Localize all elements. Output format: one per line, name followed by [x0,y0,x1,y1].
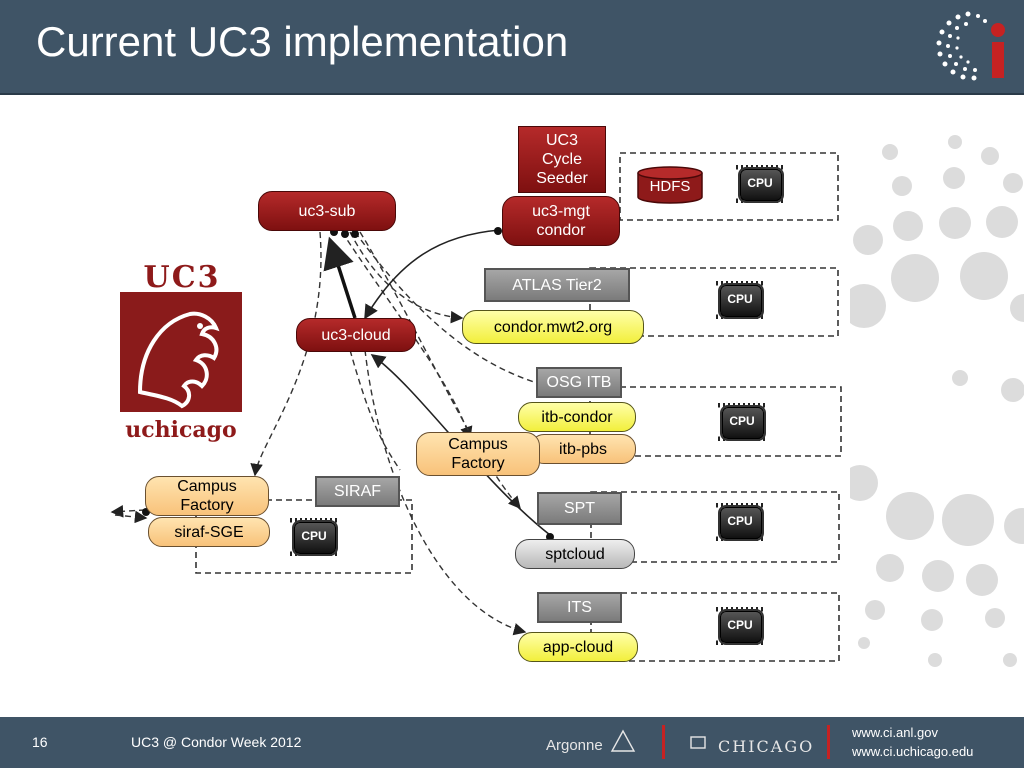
cpu-chip-icon: CPU [288,518,340,556]
uc3-mgt-node: uc3-mgt condor [502,196,620,246]
hdfs-label: HDFS [649,177,691,195]
uc3-cloud-node: uc3-cloud [296,318,416,352]
sptcloud-node: sptcloud [515,539,635,569]
uc3-mgt-label: uc3-mgt condor [532,203,590,239]
cpu-chip-icon: CPU [714,503,766,541]
campus-factory-left-node: Campus Factory [145,476,269,516]
slide-title: Current UC3 implementation [36,18,569,65]
ci-logo-icon [936,11,1005,81]
argonne-wordmark: Argonne [546,737,603,754]
condor-mwt2-node: condor.mwt2.org [462,310,644,344]
phoenix-icon [137,311,220,409]
uchicago-wordmark: uchicago [120,412,242,448]
campus-factory-mid-label: Campus Factory [448,436,508,472]
cpu-chip-icon: CPU [714,607,766,645]
cycle-seeder-label: UC3 Cycle Seeder [536,132,588,187]
chicago-wordmark: CHICAGO [718,737,815,756]
its-node: ITS [537,592,622,623]
event-label: UC3 @ Condor Week 2012 [131,734,302,750]
atlas-tier2-node: ATLAS Tier2 [484,268,630,302]
footer-divider [662,725,665,759]
itb-pbs-node: itb-pbs [530,434,636,464]
footer-divider [827,725,830,759]
page-number: 16 [32,734,48,750]
cycle-seeder-node: UC3 Cycle Seeder [518,126,606,193]
uchicago-footer-logo: CHICAGO [690,729,812,757]
siraf-sge-node: siraf-SGE [148,517,270,547]
itb-condor-node: itb-condor [518,402,636,432]
spt-node: SPT [537,492,622,525]
shield-icon [690,736,706,749]
app-cloud-node: app-cloud [518,632,638,662]
argonne-logo: Argonne [546,727,638,759]
osg-itb-node: OSG ITB [536,367,622,398]
campus-factory-left-label: Campus Factory [177,478,237,514]
anl-link[interactable]: www.ci.anl.gov [852,725,938,740]
uc3-logo-panel [120,292,242,412]
siraf-node: SIRAF [315,476,400,507]
cpu-chip-icon: CPU [714,281,766,319]
slide-header: Current UC3 implementation [0,0,1024,95]
uc3-uchicago-logo: UC3 uchicago [120,260,242,448]
uc3-logo-text: UC3 [143,260,221,295]
cpu-chip-icon: CPU [716,403,768,441]
uchicago-link[interactable]: www.ci.uchicago.edu [852,744,974,759]
cpu-chip-icon: CPU [734,165,786,203]
uc3-sub-node: uc3-sub [258,191,396,231]
slide-footer: 16 UC3 @ Condor Week 2012 Argonne CHICAG… [0,717,1024,768]
argonne-triangle-icon [610,729,636,752]
hdfs-cylinder [637,166,703,204]
campus-factory-mid-node: Campus Factory [416,432,540,476]
decorative-dots [850,135,1024,667]
